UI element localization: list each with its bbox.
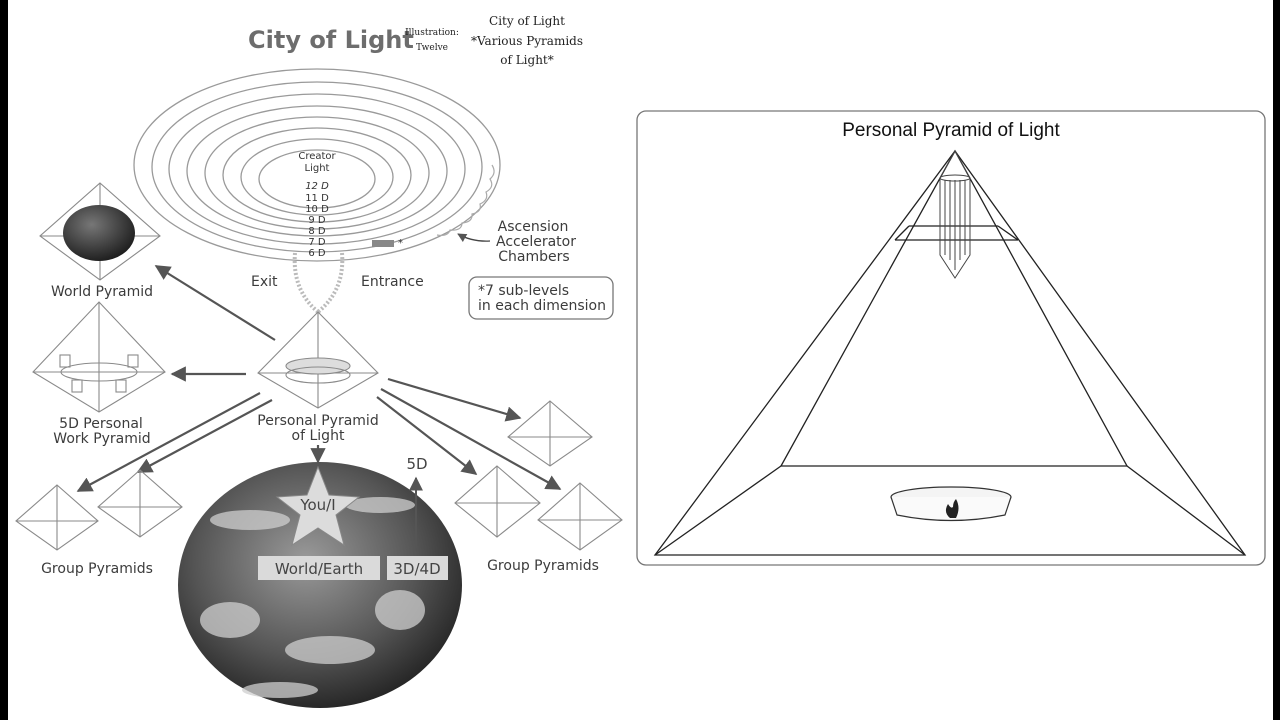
work-pyramid-line-2: Work Pyramid bbox=[53, 431, 150, 447]
right-diagram-title: Personal Pyramid of Light bbox=[842, 120, 1060, 141]
dim-3d4d-box bbox=[387, 556, 448, 580]
group-pyramid-left-1 bbox=[15, 484, 99, 551]
world-earth-box bbox=[258, 556, 380, 580]
dimension-label-8d: 8 D bbox=[308, 226, 326, 237]
personal-pyramid-line-1: Personal Pyramid bbox=[257, 413, 378, 429]
group-pyramid-left-2 bbox=[97, 469, 183, 538]
ascension-line-3: Chambers bbox=[498, 249, 569, 265]
asterisk-mark: * bbox=[398, 238, 403, 249]
creator-light-line-1: Creator bbox=[298, 151, 336, 162]
left-border-bar bbox=[0, 0, 8, 720]
work-pyramid bbox=[32, 301, 166, 413]
world-pyramid-earth bbox=[63, 205, 135, 261]
dimension-labels: 12 D 11 D 10 D 9 D 8 D 7 D 6 D bbox=[305, 181, 329, 259]
ascension-chamber-scallops bbox=[436, 164, 495, 237]
you-label: You/I bbox=[299, 496, 335, 514]
dimension-label-11d: 11 D bbox=[305, 193, 329, 204]
world-earth-label: World/Earth bbox=[275, 560, 363, 578]
dim-5d-label: 5D bbox=[406, 455, 427, 473]
ascension-line-1: Ascension bbox=[498, 219, 569, 235]
right-border-bar bbox=[1273, 0, 1280, 720]
dimension-label-6d: 6 D bbox=[308, 248, 326, 259]
exit-entrance-chains bbox=[292, 252, 345, 314]
entrance-label: Entrance bbox=[361, 274, 424, 290]
illustration-number: Twelve bbox=[416, 43, 448, 53]
right-diagram-frame bbox=[636, 110, 1266, 566]
sublevels-line-1: *7 sub-levels bbox=[478, 283, 569, 299]
group-pyramid-right-3 bbox=[537, 482, 623, 551]
group-pyramids-right-label: Group Pyramids bbox=[487, 558, 599, 574]
caption-line-3: of Light* bbox=[500, 53, 554, 67]
exit-label: Exit bbox=[251, 274, 278, 290]
sublevels-note-box bbox=[468, 276, 614, 320]
work-pyramid-line-1: 5D Personal bbox=[59, 416, 143, 432]
caption-line-2: *Various Pyramids bbox=[471, 34, 583, 48]
world-pyramid-label: World Pyramid bbox=[51, 284, 153, 300]
dimension-label-9d: 9 D bbox=[308, 215, 326, 226]
creator-light-line-2: Light bbox=[305, 163, 330, 174]
flame-bowl bbox=[890, 486, 1012, 522]
group-pyramids-left-label: Group Pyramids bbox=[41, 561, 153, 577]
central-personal-pyramid bbox=[257, 311, 379, 409]
personal-pyramid-line-2: of Light bbox=[292, 428, 345, 444]
dim-3d4d-label: 3D/4D bbox=[393, 560, 440, 578]
earth-clouds bbox=[200, 497, 425, 698]
dimension-label-12d: 12 D bbox=[305, 181, 329, 192]
city-rings bbox=[133, 68, 501, 262]
you-star bbox=[275, 465, 361, 547]
illustration-label: Illustration: bbox=[405, 28, 459, 38]
caption-line-1: City of Light bbox=[489, 14, 565, 28]
group-pyramid-right-1 bbox=[507, 400, 593, 467]
group-pyramid-right-2 bbox=[454, 465, 541, 538]
sublevels-line-2: in each dimension bbox=[478, 298, 606, 314]
large-pyramid bbox=[653, 149, 1247, 556]
city-of-light-title: City of Light bbox=[248, 26, 414, 54]
crystal-column bbox=[939, 149, 971, 279]
dimension-label-7d: 7 D bbox=[308, 237, 326, 248]
connector-arrows bbox=[76, 265, 562, 492]
ascension-pointer bbox=[457, 233, 491, 243]
dimension-label-10d: 10 D bbox=[305, 204, 329, 215]
ascension-line-2: Accelerator bbox=[496, 234, 576, 250]
ascension-chamber-block bbox=[372, 240, 394, 247]
flame-icon bbox=[945, 499, 959, 518]
